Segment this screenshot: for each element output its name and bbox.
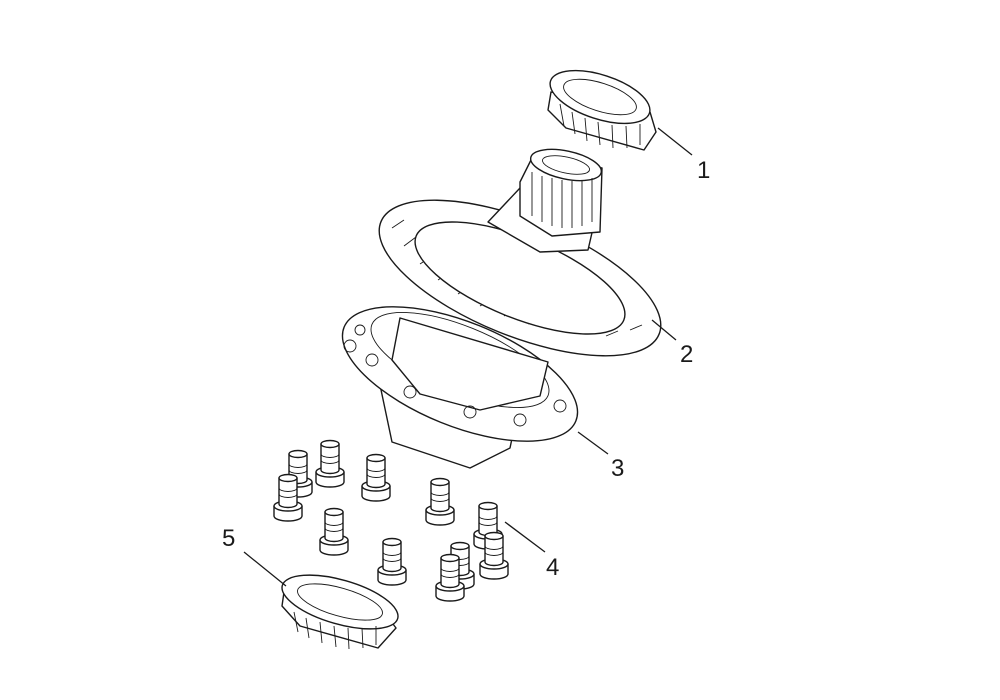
leader-line-2 [651, 319, 677, 341]
leader-line-3 [577, 431, 609, 455]
callout-2: 2 [680, 341, 693, 368]
callout-1: 1 [697, 157, 710, 184]
callout-4: 4 [546, 554, 559, 581]
callout-3: 3 [611, 455, 624, 482]
leader-line-4 [504, 521, 546, 553]
leader-line-5 [243, 551, 287, 587]
lower-bearing [281, 574, 399, 650]
ring-gear [378, 148, 662, 357]
callout-5: 5 [222, 525, 235, 552]
differential-case [341, 306, 579, 469]
upper-bearing [547, 69, 657, 151]
leader-line-1 [657, 127, 693, 156]
